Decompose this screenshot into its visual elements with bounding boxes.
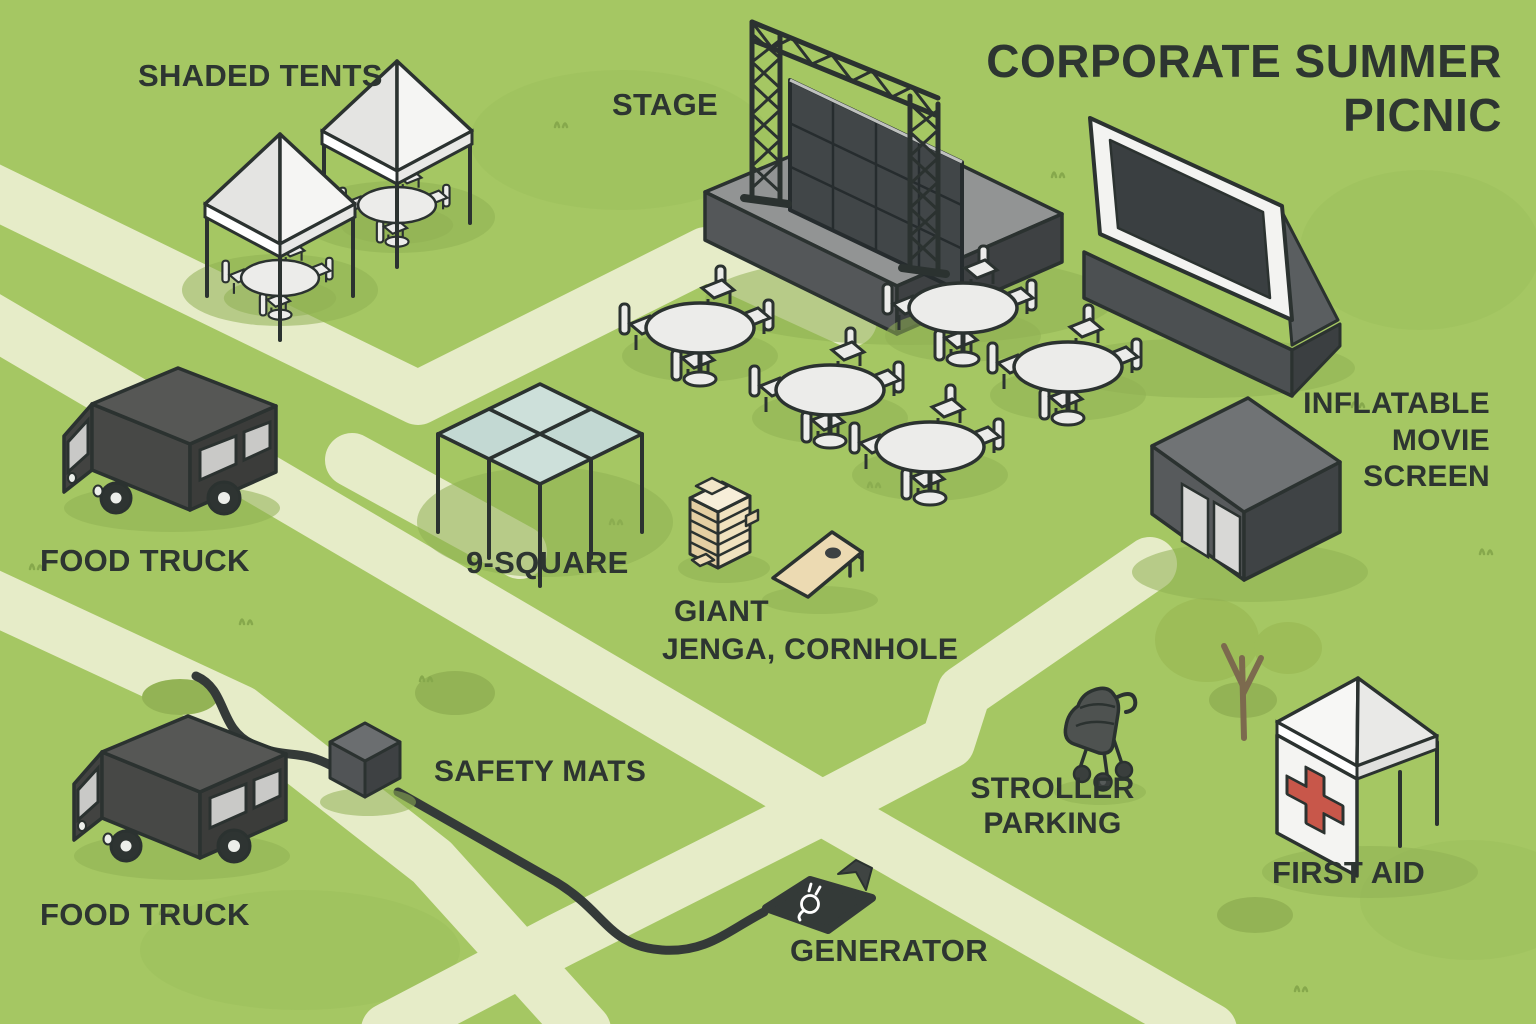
round-table-3 xyxy=(750,328,908,448)
label-shaded-tents: SHADED TENTS xyxy=(138,58,383,93)
label-first-aid: FIRST AID xyxy=(1272,855,1426,890)
page-title: CORPORATE SUMMER PICNIC xyxy=(986,35,1502,142)
label-nine-square: 9-SQUARE xyxy=(466,545,629,580)
red-cross-icon xyxy=(1285,765,1345,835)
path-crossing-sw xyxy=(361,781,849,1024)
first-aid-tent xyxy=(1262,676,1478,898)
label-stroller-parking: STROLLER PARKING xyxy=(970,772,1135,840)
generator-pad xyxy=(762,859,876,934)
nine-square-frame xyxy=(417,382,673,588)
label-inflatable-movie-screen: INFLATABLE MOVIE SCREEN xyxy=(1303,387,1490,494)
label-giant-jenga-cornhole: GIANT JENGA, CORNHOLE xyxy=(662,595,959,666)
tree-icon xyxy=(1221,643,1264,741)
label-food-truck-south: FOOD TRUCK xyxy=(40,897,250,932)
path-crossing-ne xyxy=(795,537,1177,835)
stroller-icon xyxy=(1054,686,1146,805)
safety-mats-cube xyxy=(320,721,416,816)
generator-exhaust xyxy=(837,859,873,891)
storage-container xyxy=(1132,396,1368,602)
label-generator: GENERATOR xyxy=(790,933,988,968)
giant-jenga xyxy=(678,476,770,583)
label-stage: STAGE xyxy=(612,87,718,122)
tree-canopy-blobs xyxy=(1155,598,1322,718)
label-safety-mats: SAFETY MATS xyxy=(434,755,647,788)
cornhole-board xyxy=(762,530,878,614)
stage-truss xyxy=(740,19,950,278)
label-food-truck-north: FOOD TRUCK xyxy=(40,543,250,578)
plug-icon xyxy=(797,882,822,922)
